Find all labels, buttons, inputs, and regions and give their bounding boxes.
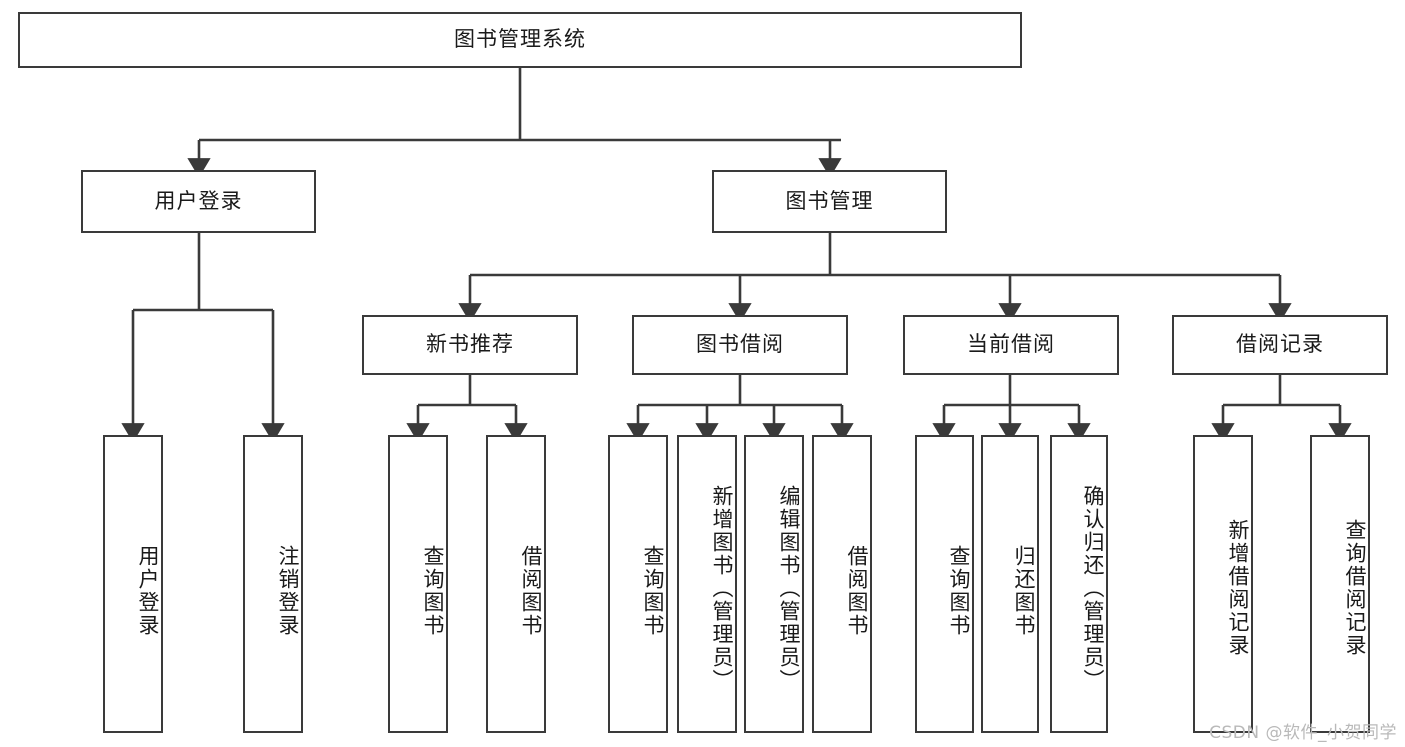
leaf-book-borrow-query[interactable]: 查询图书 [608,435,668,733]
leaf-return-book[interactable]: 归还图书 [981,435,1039,733]
leaf-confirm-return-label: 确认归还（管理员） [1081,484,1105,692]
node-current-borrow[interactable]: 当前借阅 [903,315,1119,375]
leaf-record-query-label: 查询借阅记录 [1343,519,1367,657]
leaf-book-add[interactable]: 新增图书（管理员） [677,435,737,733]
node-user-login-label: 用户登录 [154,188,243,213]
leaf-book-add-label: 新增图书（管理员） [710,484,734,692]
watermark: CSDN @软件_小贺同学 [1209,723,1397,743]
leaf-record-add[interactable]: 新增借阅记录 [1193,435,1253,733]
leaf-new-books-query[interactable]: 查询图书 [388,435,448,733]
node-new-books[interactable]: 新书推荐 [362,315,578,375]
leaf-book-borrow-query-label: 查询图书 [641,545,665,637]
leaf-logout-label: 注销登录 [276,545,300,637]
leaf-book-edit-label: 编辑图书（管理员） [777,484,801,692]
leaf-book-borrow-action-label: 借阅图书 [845,545,869,637]
leaf-record-add-label: 新增借阅记录 [1226,519,1250,657]
node-current-borrow-label: 当前借阅 [967,332,1055,357]
node-user-login[interactable]: 用户登录 [81,170,316,233]
leaf-book-edit[interactable]: 编辑图书（管理员） [744,435,804,733]
leaf-book-borrow-action[interactable]: 借阅图书 [812,435,872,733]
leaf-return-book-label: 归还图书 [1012,545,1036,637]
node-root-label: 图书管理系统 [454,27,586,52]
node-new-books-label: 新书推荐 [426,332,514,357]
leaf-confirm-return[interactable]: 确认归还（管理员） [1050,435,1108,733]
leaf-user-login-label: 用户登录 [136,545,160,637]
leaf-logout[interactable]: 注销登录 [243,435,303,733]
node-root[interactable]: 图书管理系统 [18,12,1022,68]
leaf-record-query[interactable]: 查询借阅记录 [1310,435,1370,733]
node-book-borrow[interactable]: 图书借阅 [632,315,848,375]
node-borrow-record-label: 借阅记录 [1236,332,1324,357]
leaf-new-books-query-label: 查询图书 [421,545,445,637]
node-book-manage-label: 图书管理 [785,188,874,213]
node-book-borrow-label: 图书借阅 [696,332,784,357]
node-borrow-record[interactable]: 借阅记录 [1172,315,1388,375]
leaf-new-books-borrow[interactable]: 借阅图书 [486,435,546,733]
leaf-new-books-borrow-label: 借阅图书 [519,545,543,637]
node-book-manage[interactable]: 图书管理 [712,170,947,233]
leaf-current-query[interactable]: 查询图书 [915,435,974,733]
leaf-user-login[interactable]: 用户登录 [103,435,163,733]
leaf-current-query-label: 查询图书 [947,545,971,637]
